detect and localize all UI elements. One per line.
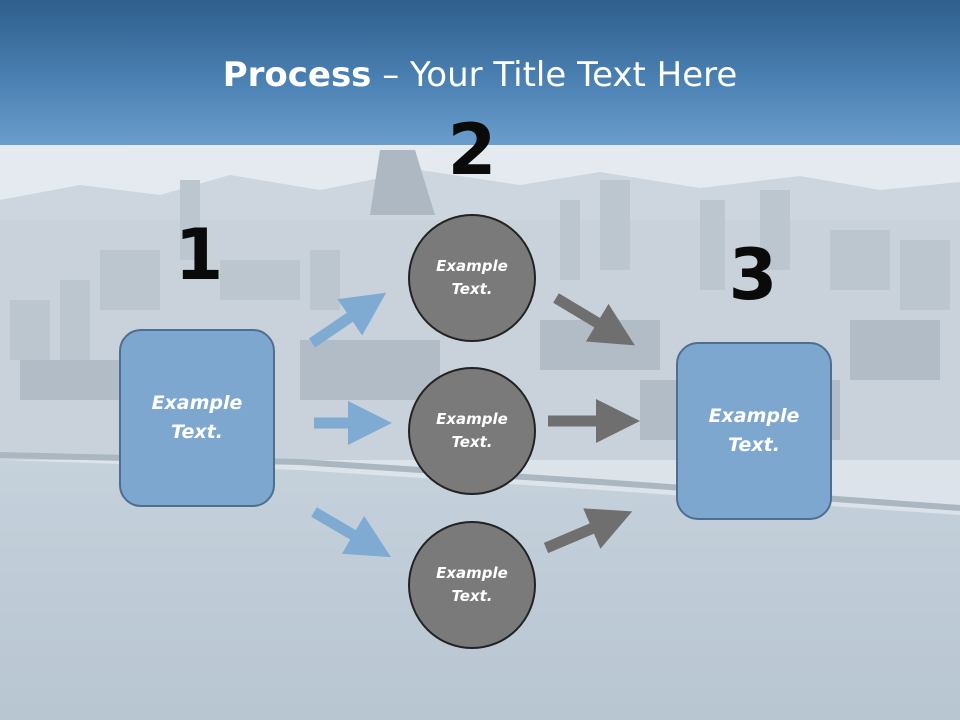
arrow-1-to-2c <box>311 507 391 558</box>
step-2-circle-label: Example Text. <box>436 410 508 451</box>
step-3-number: 3 <box>728 234 778 316</box>
arrow-2c-to-3 <box>543 508 633 554</box>
step-1-number: 1 <box>174 214 224 296</box>
title-rest: – Your Title Text Here <box>371 55 738 95</box>
step-1-label: Example Text. <box>151 392 243 443</box>
title-bold: Process <box>222 55 372 95</box>
step-2-circle-label: Example Text. <box>436 257 508 298</box>
step-2-circle-label: Example Text. <box>436 564 508 605</box>
arrow-1-to-2a <box>308 292 387 348</box>
step-2-circle-bottom: Example Text. <box>408 521 536 649</box>
arrow-2a-to-3 <box>553 293 635 346</box>
step-2-number: 2 <box>447 109 497 191</box>
title-bar <box>0 0 960 145</box>
step-2-circle-top: Example Text. <box>408 214 536 342</box>
step-2-circle-middle: Example Text. <box>408 367 536 495</box>
slide-title: Process – Your Title Text Here <box>0 52 960 98</box>
step-1-box: Example Text. <box>119 329 275 507</box>
step-3-box: Example Text. <box>676 342 832 520</box>
step-3-label: Example Text. <box>708 405 800 456</box>
